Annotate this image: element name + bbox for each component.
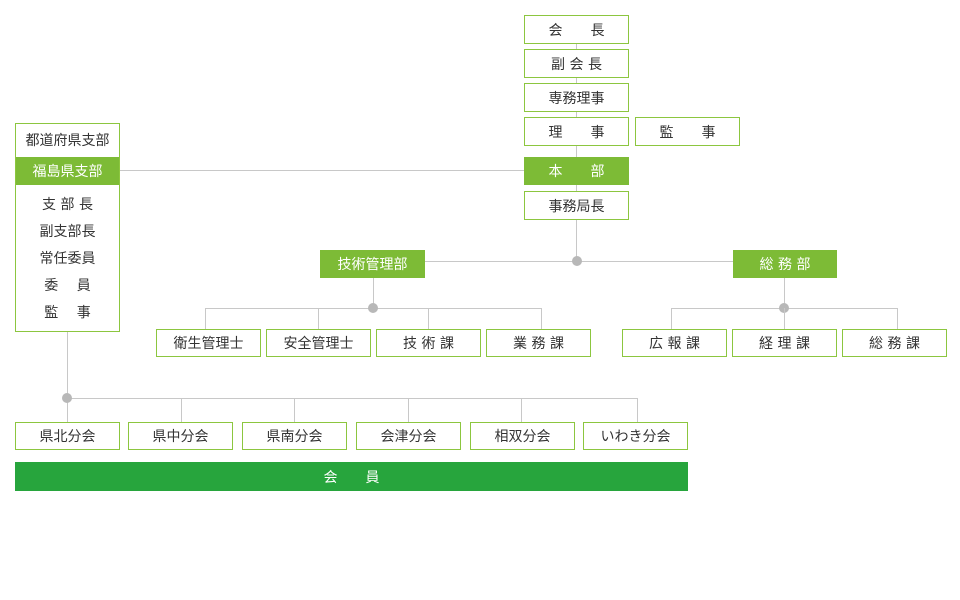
ga-unit-pr: 広 報 課 <box>622 329 727 357</box>
tech-drop-line <box>428 308 429 329</box>
ga-drop-line <box>784 308 785 329</box>
branch-role-member: 委 員 <box>44 278 91 294</box>
tech-unit-operations: 業 務 課 <box>486 329 591 357</box>
branch-role-auditor: 監 事 <box>44 305 91 321</box>
headquarters-box: 本 部 <box>524 157 629 185</box>
chairman-box: 会 長 <box>524 15 629 44</box>
subbranch-horizontal-line <box>67 398 638 399</box>
tech-unit-hygiene: 衛生管理士 <box>156 329 261 357</box>
branch-header: 都道府県支部 <box>25 133 110 149</box>
branch-panel: 都道府県支部 福島県支部 支 部 長 副支部長 常任委員 委 員 監 事 <box>15 123 120 332</box>
subbranch-kenchu: 県中分会 <box>128 422 233 450</box>
branch-role-standing: 常任委員 <box>39 251 96 267</box>
branch-vertical-line <box>67 332 68 422</box>
secretary-general-box: 事務局長 <box>524 191 629 220</box>
ga-unit-accounting: 経 理 課 <box>732 329 837 357</box>
vice-chairman-box: 副 会 長 <box>524 49 629 78</box>
tech-drop-line <box>205 308 206 329</box>
executive-director-box: 専務理事 <box>524 83 629 112</box>
ga-vertical-line <box>784 278 785 309</box>
subbranch-iwaki: いわき分会 <box>583 422 688 450</box>
dept-junction-dot <box>572 256 582 266</box>
tech-drop-line <box>541 308 542 329</box>
branch-name: 福島県支部 <box>16 157 119 185</box>
general-affairs-dept-box: 総 務 部 <box>733 250 837 278</box>
subbranch-junction-dot <box>62 393 72 403</box>
subbranch-drop-line <box>521 398 522 422</box>
ga-unit-general: 総 務 課 <box>842 329 947 357</box>
technical-dept-box: 技術管理部 <box>320 250 425 278</box>
subbranch-drop-line <box>637 398 638 422</box>
ga-drop-line <box>671 308 672 329</box>
subbranch-drop-line <box>181 398 182 422</box>
branch-role-deputy: 副支部長 <box>39 224 96 240</box>
subbranch-soso: 相双分会 <box>470 422 575 450</box>
hq-vertical-line <box>576 44 577 262</box>
branch-hq-line <box>120 170 524 171</box>
tech-unit-technical: 技 術 課 <box>376 329 481 357</box>
branch-role-head: 支 部 長 <box>42 197 93 213</box>
subbranch-drop-line <box>408 398 409 422</box>
tech-junction-dot <box>368 303 378 313</box>
members-bar: 会 員 <box>15 462 688 491</box>
subbranch-kennan: 県南分会 <box>242 422 347 450</box>
subbranch-kenpoku: 県北分会 <box>15 422 120 450</box>
subbranch-drop-line <box>294 398 295 422</box>
tech-vertical-line <box>373 278 374 309</box>
director-box: 理 事 <box>524 117 629 146</box>
subbranch-aizu: 会津分会 <box>356 422 461 450</box>
ga-drop-line <box>897 308 898 329</box>
tech-drop-line <box>318 308 319 329</box>
auditor-box: 監 事 <box>635 117 740 146</box>
tech-unit-safety: 安全管理士 <box>266 329 371 357</box>
